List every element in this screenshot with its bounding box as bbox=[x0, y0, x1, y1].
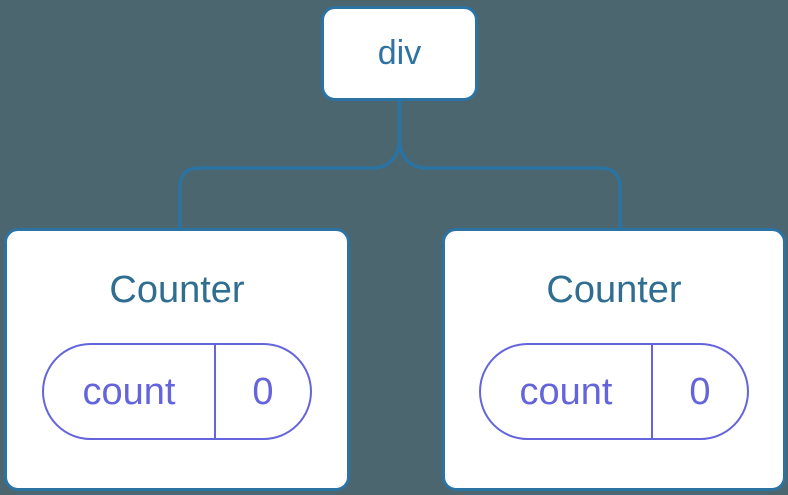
state-key-cell: count bbox=[44, 345, 216, 438]
component-title: Counter bbox=[546, 269, 682, 311]
state-key-cell: count bbox=[481, 345, 653, 438]
state-value-cell: 0 bbox=[653, 345, 747, 438]
state-key-label: count bbox=[82, 370, 176, 413]
component-title: Counter bbox=[109, 269, 245, 311]
component-card-counter-left: Counter count 0 bbox=[4, 228, 350, 491]
state-value-label: 0 bbox=[252, 370, 274, 413]
state-key-label: count bbox=[519, 370, 613, 413]
connector-right-branch bbox=[397, 101, 622, 229]
state-value-cell: 0 bbox=[216, 345, 310, 438]
state-pill: count 0 bbox=[479, 343, 749, 440]
component-card-counter-right: Counter count 0 bbox=[442, 228, 786, 491]
connector-left-branch bbox=[178, 101, 402, 229]
state-value-label: 0 bbox=[689, 370, 711, 413]
root-node-div: div bbox=[321, 6, 478, 101]
root-node-label: div bbox=[377, 34, 422, 72]
state-pill: count 0 bbox=[42, 343, 312, 440]
